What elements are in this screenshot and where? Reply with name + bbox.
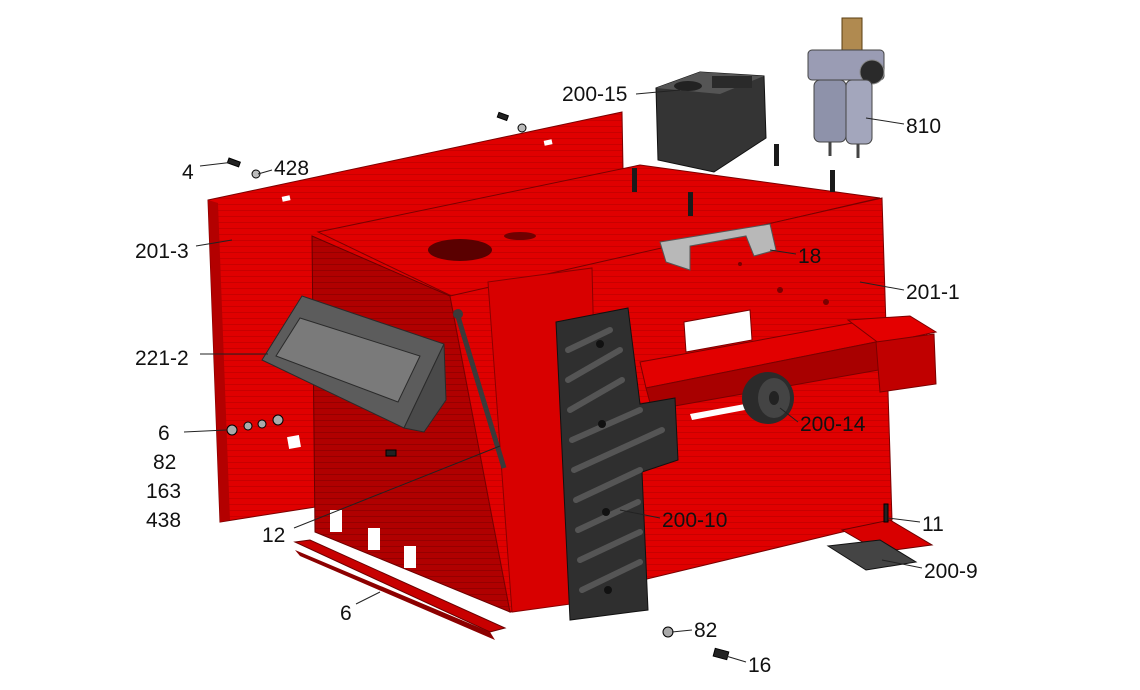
roller-200-14	[742, 372, 794, 424]
rod-12	[453, 309, 507, 469]
callout-labels: 200-15 810 4 428 201-3 18 201-1 221-2 20…	[135, 83, 978, 677]
callout-200-15: 200-15	[562, 83, 627, 106]
bracket-18	[659, 223, 777, 271]
callout-200-14: 200-14	[800, 413, 866, 436]
callout-82-left: 82	[153, 451, 176, 474]
callout-200-9: 200-9	[924, 560, 978, 583]
callout-4: 4	[182, 161, 194, 184]
regulator-810	[807, 17, 885, 158]
base-rails	[293, 519, 934, 640]
callout-428: 428	[274, 157, 309, 180]
callout-6-left: 6	[158, 422, 170, 445]
pad-200-10	[555, 307, 679, 621]
callout-12: 12	[262, 524, 285, 547]
callout-200-10: 200-10	[662, 509, 727, 532]
top-studs	[632, 144, 835, 216]
leader-lines	[183, 89, 923, 663]
callout-201-1: 201-1	[906, 281, 960, 304]
callout-82-bottom: 82	[694, 619, 717, 642]
callout-438: 438	[146, 509, 181, 532]
callout-11: 11	[922, 513, 944, 536]
callout-18: 18	[798, 245, 821, 268]
callout-201-3: 201-3	[135, 240, 189, 263]
callout-16: 16	[748, 654, 771, 677]
callout-163: 163	[146, 480, 181, 503]
tray-200-15	[655, 71, 767, 173]
callout-810: 810	[906, 115, 941, 138]
callout-6-bottom: 6	[340, 602, 352, 625]
callout-221-2: 221-2	[135, 347, 189, 370]
hood-221-2	[261, 295, 447, 433]
